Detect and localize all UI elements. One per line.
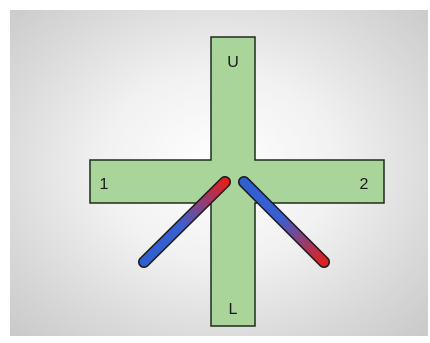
arm-label-left: 1	[100, 176, 109, 193]
plus-maze	[90, 37, 384, 326]
arm-label-low: L	[229, 301, 238, 318]
arm-label-right: 2	[360, 176, 369, 193]
arm-label-up: U	[227, 54, 239, 71]
